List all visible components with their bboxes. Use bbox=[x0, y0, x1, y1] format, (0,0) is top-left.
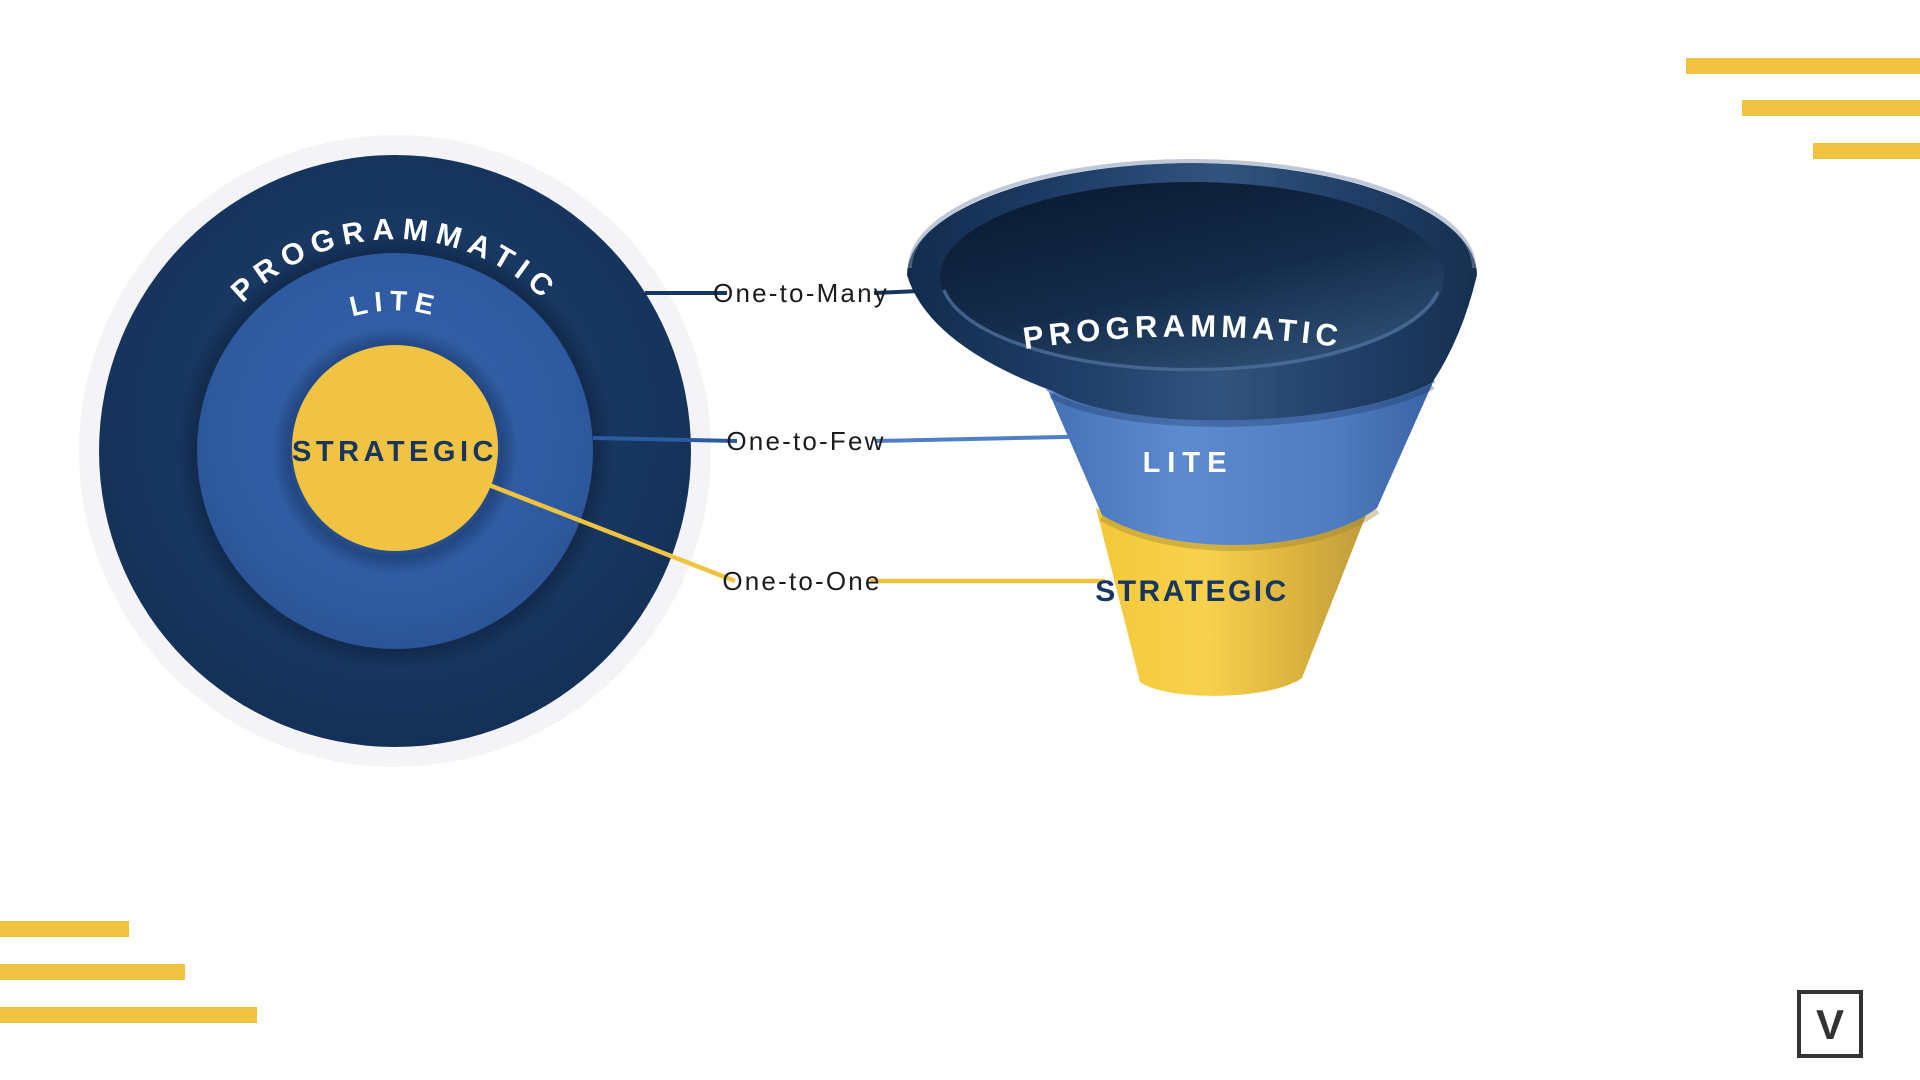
callout-one-line-left bbox=[488, 482, 736, 584]
funnel-bowl-opening bbox=[940, 182, 1444, 372]
callout-many-label: One-to-Many bbox=[713, 278, 889, 308]
callout-one-label: One-to-One bbox=[722, 566, 881, 596]
ring-core-strategic bbox=[292, 345, 498, 551]
funnel-rim-top-highlight bbox=[908, 159, 1476, 269]
funnel-navy-shadow-edge bbox=[1049, 381, 1435, 427]
decor-bars-bottom-left bbox=[0, 921, 257, 1023]
funnel-bot-label: STRATEGIC bbox=[1095, 575, 1289, 608]
decor-bars-top-right bbox=[1686, 58, 1920, 159]
tier-rings-diagram: PROGRAMMATIC LITE STRATEGIC bbox=[79, 135, 711, 767]
decor-bar bbox=[0, 921, 129, 937]
decor-bar bbox=[0, 1007, 257, 1023]
decor-bar bbox=[1813, 143, 1920, 159]
funnel-diagram: PROGRAMMATIC LITE STRATEGIC bbox=[907, 159, 1477, 696]
funnel-lite-shadow-edge bbox=[1099, 506, 1380, 551]
funnel-rim-lip-highlight bbox=[942, 289, 1440, 372]
funnel-mid-label: LITE bbox=[1143, 447, 1234, 479]
decor-bar bbox=[0, 964, 185, 980]
funnel-tier-strategic bbox=[1096, 500, 1372, 696]
funnel-tier-lite bbox=[1047, 380, 1434, 546]
callout-few-line-left bbox=[592, 436, 738, 443]
ring-core-label: STRATEGIC bbox=[292, 436, 498, 468]
callout-few-label: One-to-Few bbox=[726, 426, 885, 456]
decor-bar bbox=[1742, 100, 1920, 116]
brand-logo: V bbox=[1797, 990, 1863, 1058]
logo-box bbox=[1797, 990, 1863, 1058]
logo-letter: V bbox=[1816, 1001, 1844, 1048]
decor-bar bbox=[1686, 58, 1920, 74]
